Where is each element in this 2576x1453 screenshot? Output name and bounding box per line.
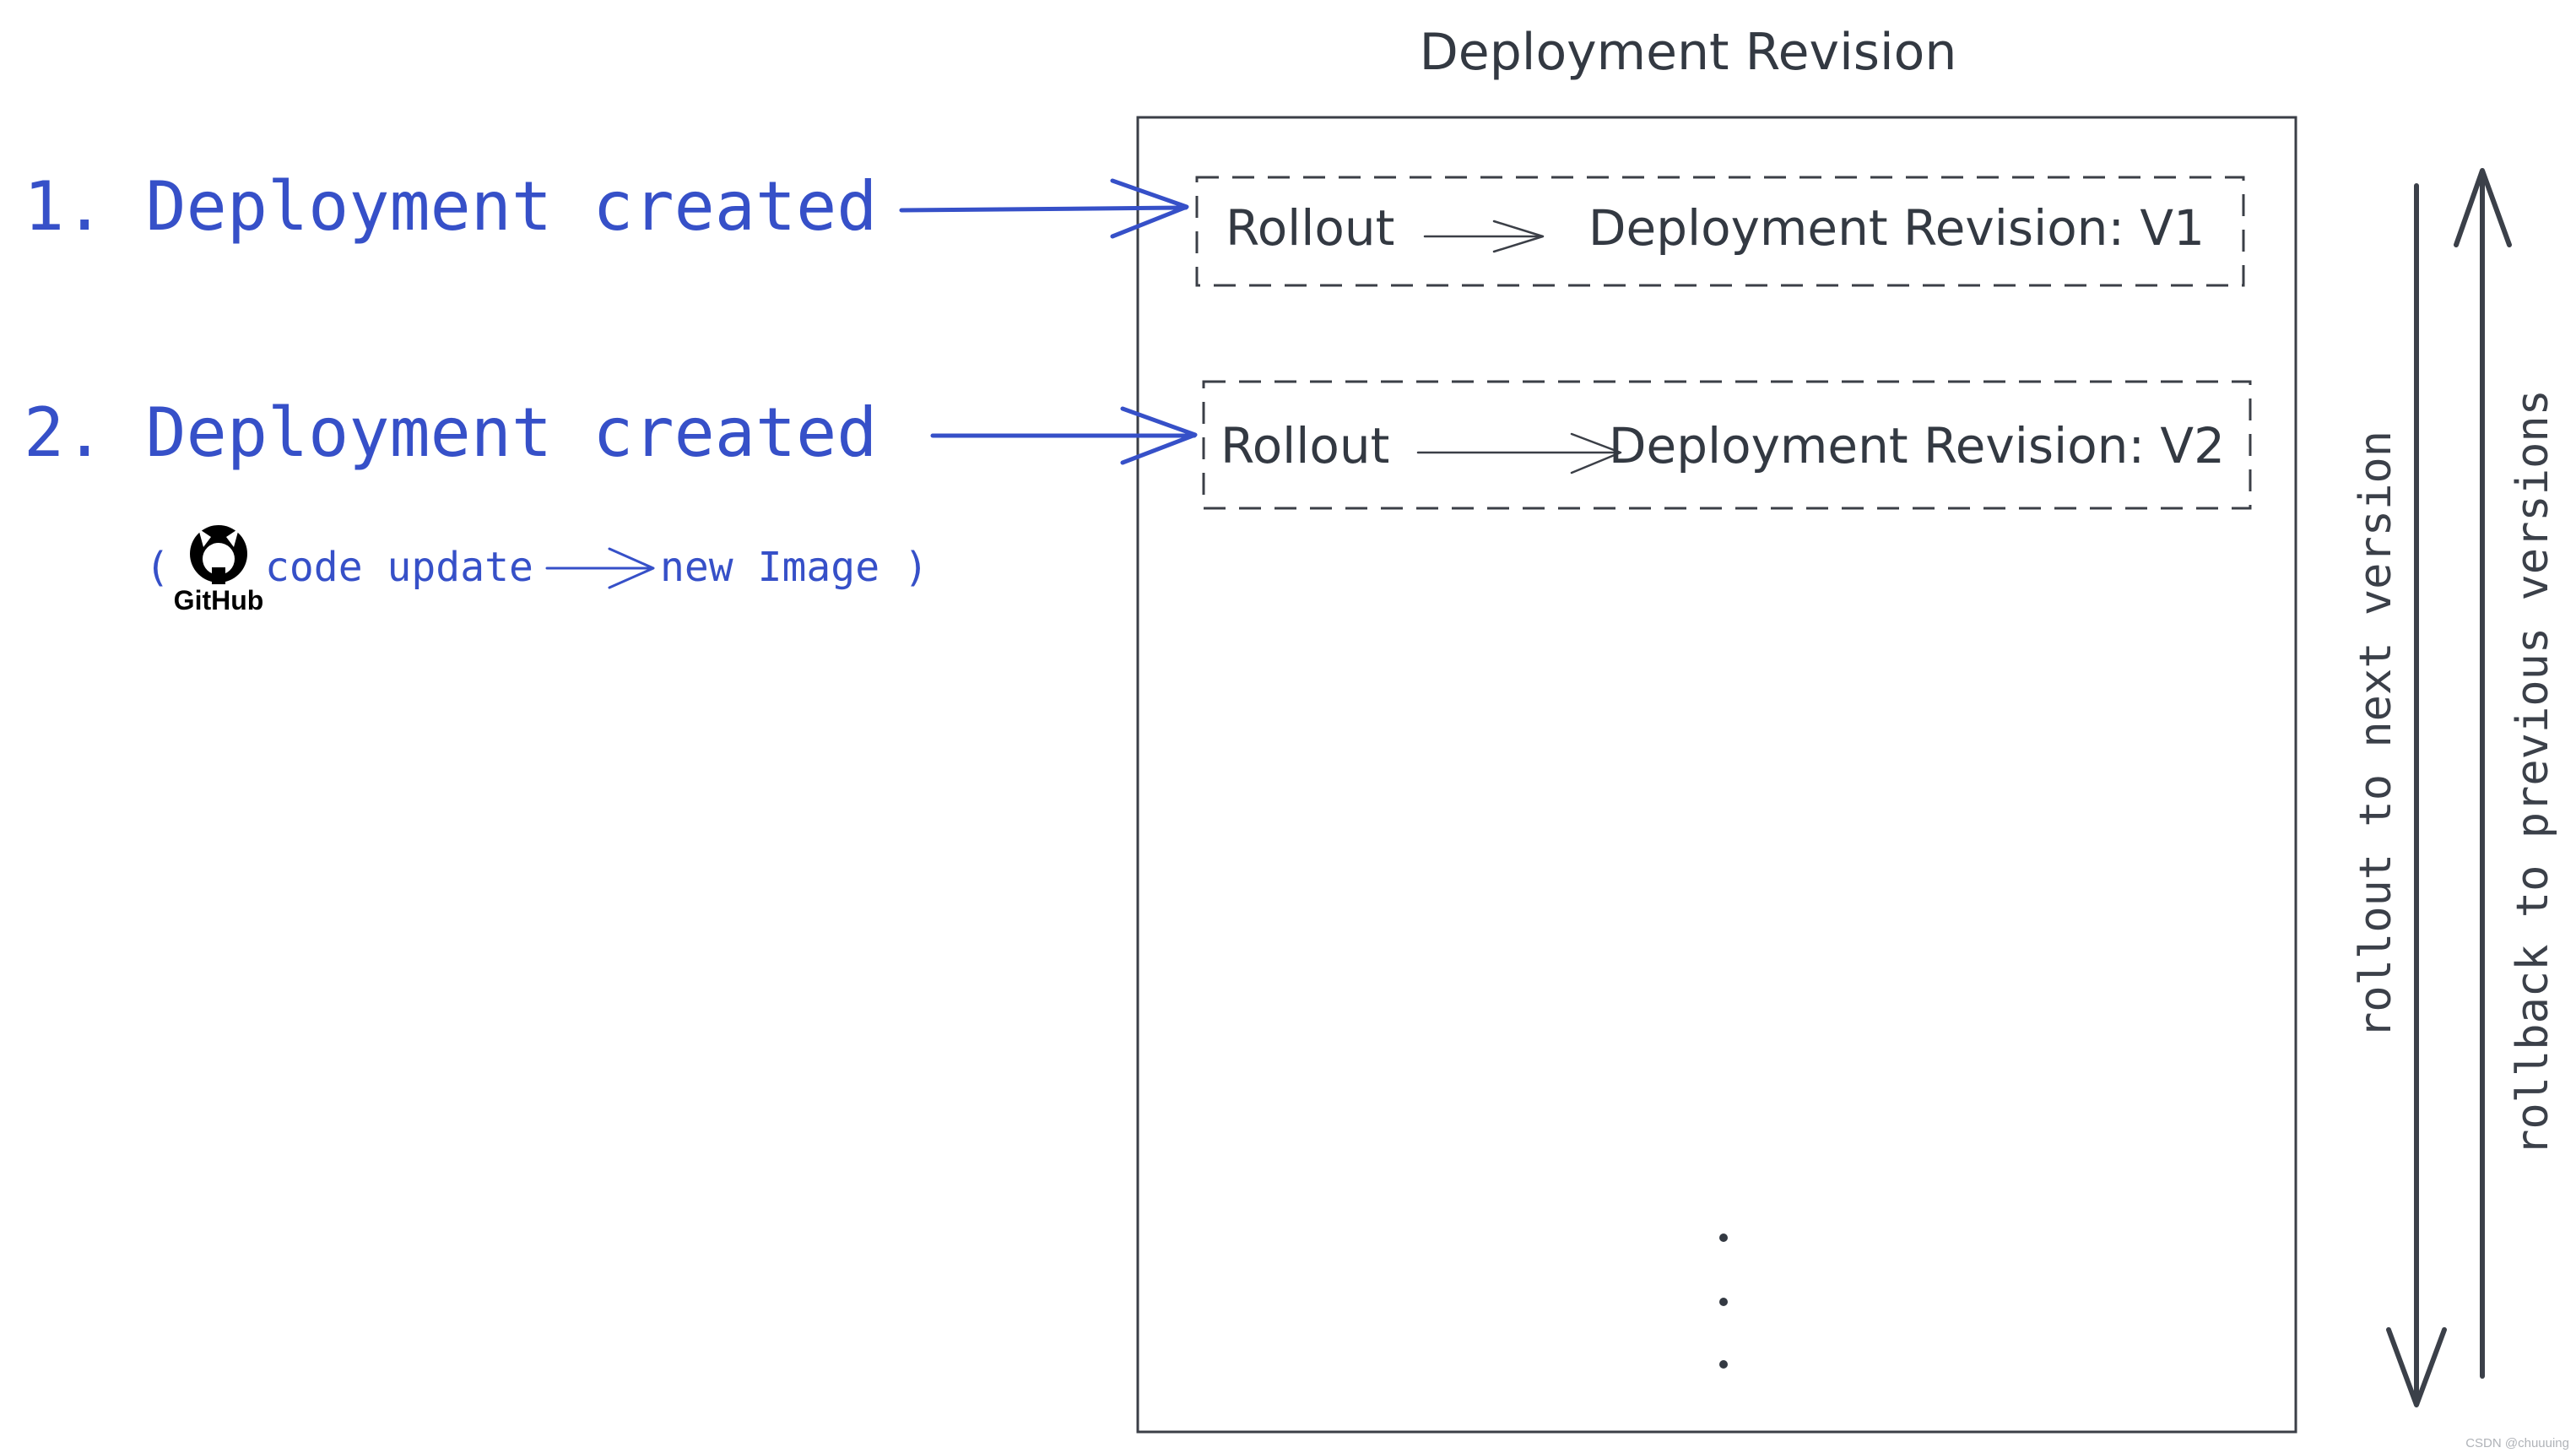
revision-box-v2: Rollout Deployment Revision: V2: [1202, 380, 2252, 510]
rollout-arrow: [2386, 183, 2447, 1407]
revision-container: [1136, 116, 2297, 1434]
rollout-side-label: rollout to next version: [2351, 431, 2401, 1038]
more-revisions-dots: [1719, 1233, 1728, 1369]
step-1-arrow: [899, 178, 1189, 239]
revision-box-v1-border: [1195, 176, 2245, 287]
revision-v1-label: Deployment Revision: V1: [1588, 199, 2205, 257]
rollback-arrow: [2454, 168, 2512, 1379]
note-code-update: code update: [265, 544, 533, 591]
revision-v2-rollout-label: Rollout: [1220, 417, 1389, 474]
step-1-label: 1. Deployment created: [24, 167, 877, 246]
step-2-label: 2. Deployment created: [24, 393, 877, 472]
revision-v2-label: Deployment Revision: V2: [1609, 417, 2225, 474]
revision-v2-arrow: [1416, 432, 1622, 474]
watermark: CSDN @chuuuing: [2465, 1436, 2569, 1450]
revision-box-v1: Rollout Deployment Revision: V1: [1195, 176, 2245, 287]
revision-box-v2-border: [1202, 380, 2252, 510]
github-logo-icon: GitHub: [174, 525, 264, 615]
note-arrow: [545, 547, 655, 589]
step-2-arrow: [930, 406, 1198, 465]
note-new-image: new Image ): [660, 544, 928, 591]
note-open-paren: (: [145, 544, 170, 591]
revision-v1-rollout-label: Rollout: [1226, 199, 1394, 257]
revision-v1-arrow: [1423, 220, 1545, 253]
github-logo-text: GitHub: [174, 585, 264, 615]
diagram-title: Deployment Revision: [1420, 23, 1957, 82]
rollback-side-label: rollback to previous versions: [2508, 389, 2558, 1156]
code-update-note: ( GitHub code update new Image ): [145, 525, 928, 615]
